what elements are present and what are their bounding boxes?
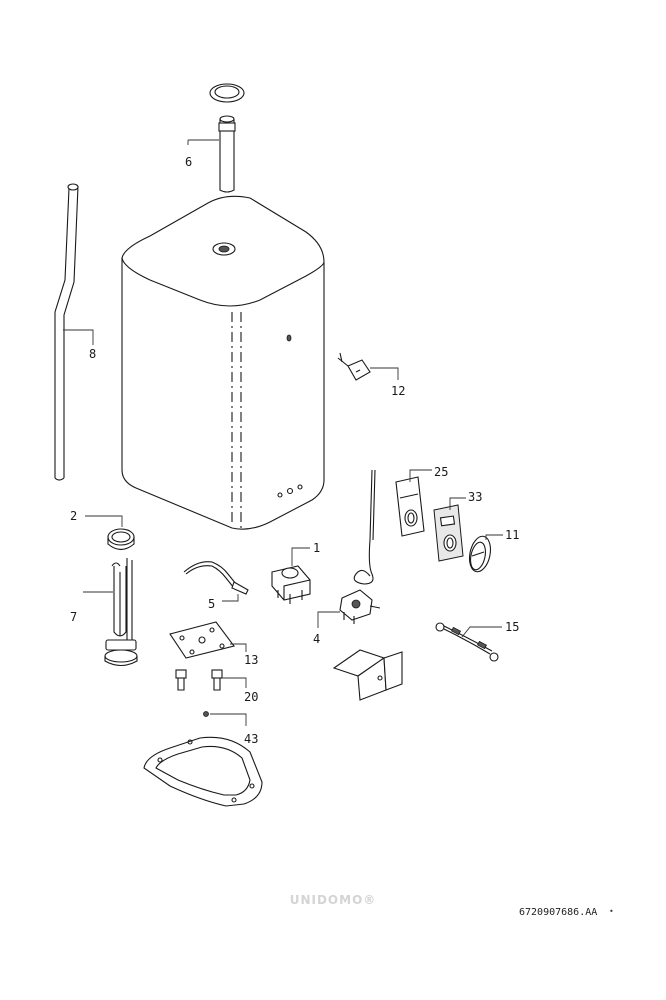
leader-11 bbox=[485, 534, 503, 540]
callout-12: 12 bbox=[391, 384, 405, 398]
callout-13: 13 bbox=[244, 653, 258, 667]
part-15-cable bbox=[435, 622, 499, 662]
part-33-display-cover bbox=[433, 504, 464, 562]
part-1-heating-element bbox=[104, 558, 138, 667]
callout-2: 2 bbox=[70, 509, 77, 523]
leader-25 bbox=[409, 469, 432, 482]
callout-6: 6 bbox=[185, 155, 192, 169]
leader-15 bbox=[461, 626, 502, 638]
doc-mark: • bbox=[609, 907, 614, 916]
leader-4 bbox=[317, 611, 340, 628]
leader-2 bbox=[85, 515, 123, 527]
callout-4: 4 bbox=[313, 632, 320, 646]
leader-7 bbox=[222, 594, 239, 602]
leader-6 bbox=[187, 139, 219, 145]
part-6-pipe bbox=[218, 115, 236, 193]
part-43-nut bbox=[203, 711, 209, 717]
part-5-thermostat bbox=[271, 565, 311, 604]
part-12-plug bbox=[337, 352, 371, 381]
part-6-sealing-ring bbox=[209, 83, 245, 103]
callout-33: 33 bbox=[468, 490, 482, 504]
leader-5 bbox=[291, 547, 310, 566]
callout-7: 5 bbox=[208, 597, 215, 611]
leader-43 bbox=[210, 713, 247, 726]
callout-5: 1 bbox=[313, 541, 320, 555]
callout-20: 20 bbox=[244, 690, 258, 704]
leader-33 bbox=[449, 497, 466, 510]
mounting-bracket bbox=[332, 649, 403, 701]
water-heater-tank bbox=[121, 195, 325, 530]
part-2-gasket bbox=[107, 528, 135, 551]
leader-8 bbox=[63, 329, 94, 345]
callout-8: 8 bbox=[89, 347, 96, 361]
part-25-panel bbox=[395, 476, 425, 537]
document-reference: 6720907686.AA bbox=[519, 907, 598, 918]
callout-43: 43 bbox=[244, 732, 258, 746]
leader-13 bbox=[230, 643, 247, 652]
leader-12 bbox=[370, 367, 399, 380]
callout-15: 15 bbox=[505, 620, 519, 634]
callout-25: 25 bbox=[434, 465, 448, 479]
part-11-knob bbox=[468, 535, 492, 573]
part-20-screws bbox=[175, 669, 223, 691]
part-8-tube bbox=[54, 183, 79, 481]
part-4-control-thermostat bbox=[339, 469, 381, 624]
large-gasket-frame bbox=[143, 736, 263, 807]
callout-1: 7 bbox=[70, 610, 77, 624]
callout-11: 11 bbox=[505, 528, 519, 542]
part-13-flange-plate bbox=[169, 621, 235, 659]
leader-20 bbox=[222, 677, 247, 688]
watermark: UNIDOMO® bbox=[289, 893, 377, 907]
part-7-sensor bbox=[183, 561, 249, 595]
